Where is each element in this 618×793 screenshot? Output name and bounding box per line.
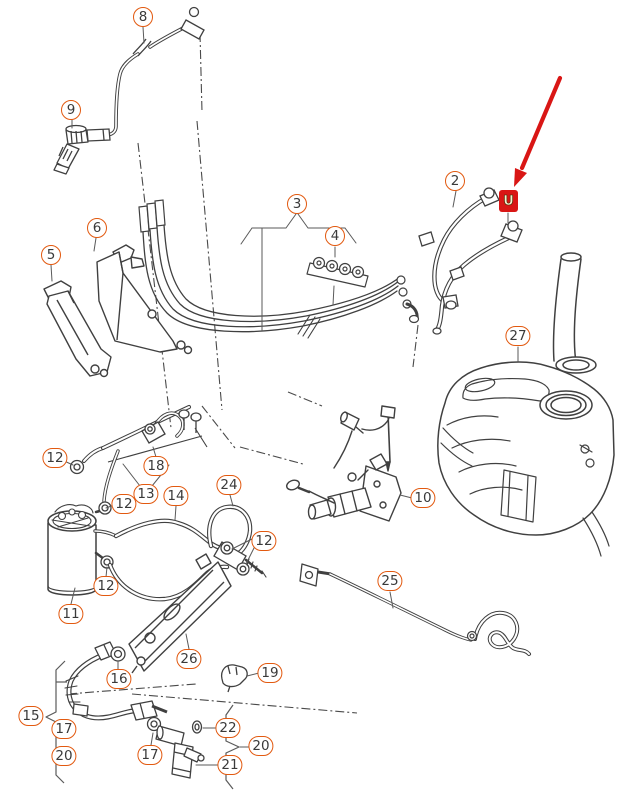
callout-16[interactable]: 16 xyxy=(106,669,132,689)
fuel-filter-11 xyxy=(47,501,114,596)
vent-pipe-8 xyxy=(86,6,205,142)
bracket-26 xyxy=(128,553,232,674)
clip-4 xyxy=(306,256,369,288)
highlighted-part-label: U xyxy=(503,193,514,209)
callout-26[interactable]: 26 xyxy=(176,649,202,669)
hose-assembly-15 xyxy=(64,641,168,732)
callout-22[interactable]: 22 xyxy=(215,718,241,738)
callout-19[interactable]: 19 xyxy=(257,663,283,683)
callout-12[interactable]: 12 xyxy=(42,448,68,468)
callout-27[interactable]: 27 xyxy=(505,326,531,346)
callout-14[interactable]: 14 xyxy=(163,486,189,506)
assembly-axis-lines xyxy=(67,32,419,714)
leader-lines xyxy=(50,26,519,766)
callout-6[interactable]: 6 xyxy=(87,218,107,238)
valve-21 xyxy=(155,720,205,779)
callout-10[interactable]: 10 xyxy=(410,488,436,508)
fuel-tank xyxy=(437,252,615,557)
callout-8[interactable]: 8 xyxy=(133,7,153,27)
callout-25[interactable]: 25 xyxy=(377,571,403,591)
hose-assembly-18 xyxy=(69,405,208,503)
elbow-fitting-9 xyxy=(53,124,89,175)
fuel-lines-3 xyxy=(138,199,420,339)
callout-20[interactable]: 20 xyxy=(51,746,77,766)
callout-17[interactable]: 17 xyxy=(51,719,77,739)
bracket-6 xyxy=(96,244,193,355)
callout-12[interactable]: 12 xyxy=(251,531,277,551)
callout-13[interactable]: 13 xyxy=(133,484,159,504)
breather-pipe-25 xyxy=(299,563,531,656)
hoses-14-24 xyxy=(93,507,267,599)
callout-5[interactable]: 5 xyxy=(41,245,61,265)
bracket-5 xyxy=(43,280,112,378)
callout-3[interactable]: 3 xyxy=(287,194,307,214)
callout-12[interactable]: 12 xyxy=(93,576,119,596)
highlighted-part-marker[interactable]: U xyxy=(499,190,518,212)
pump-assembly-10 xyxy=(286,405,402,522)
callout-12[interactable]: 12 xyxy=(111,494,137,514)
callout-9[interactable]: 9 xyxy=(61,100,81,120)
callout-11[interactable]: 11 xyxy=(58,604,84,624)
highlight-arrow xyxy=(514,75,563,187)
callout-2[interactable]: 2 xyxy=(445,171,465,191)
callout-15[interactable]: 15 xyxy=(18,706,44,726)
callout-24[interactable]: 24 xyxy=(216,475,242,495)
callout-18[interactable]: 18 xyxy=(143,456,169,476)
clip-19 xyxy=(220,664,248,693)
callout-17[interactable]: 17 xyxy=(137,745,163,765)
callout-4[interactable]: 4 xyxy=(325,226,345,246)
callout-20[interactable]: 20 xyxy=(248,736,274,756)
callout-21[interactable]: 21 xyxy=(217,755,243,775)
group-brackets xyxy=(45,660,240,790)
